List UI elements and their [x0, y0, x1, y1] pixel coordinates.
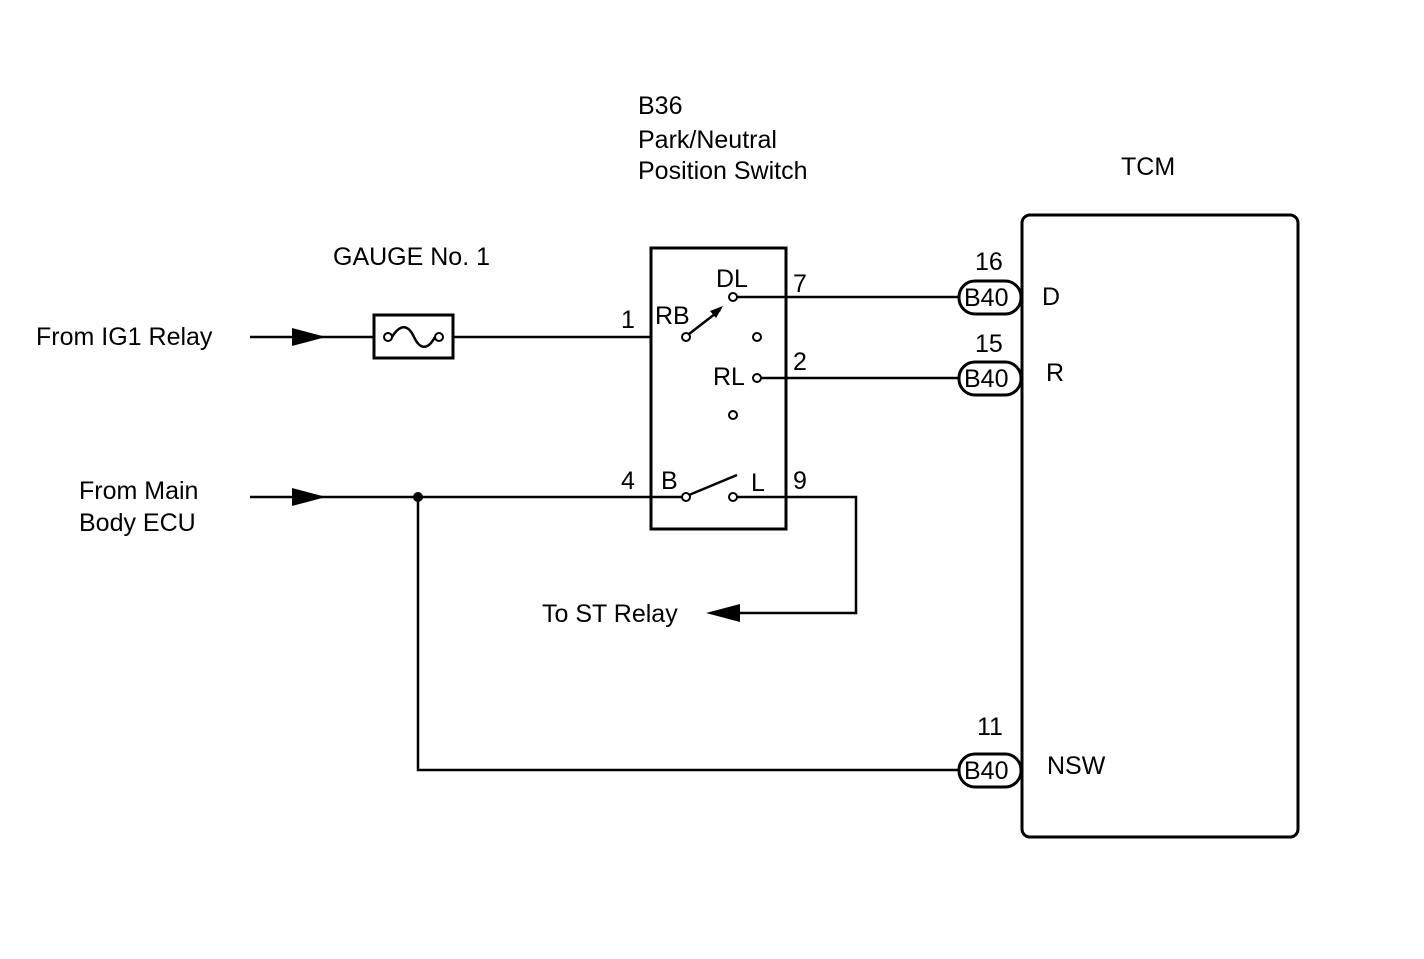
main-body-source-line2: Body ECU: [79, 509, 196, 537]
tcm-pin-11: 11: [977, 713, 1003, 741]
pin-2: 2: [793, 348, 807, 376]
fuse-icon: [372, 313, 455, 360]
rb-terminal: [681, 332, 691, 342]
pin-4: 4: [621, 467, 635, 495]
ig1-source-label: From IG1 Relay: [36, 323, 213, 351]
contact-dot-1: [752, 332, 762, 342]
switch-code: B36: [638, 92, 682, 120]
tcm-pin-16: 16: [975, 248, 1003, 276]
switch-name-line2: Position Switch: [638, 157, 808, 185]
switch-name-line1: Park/Neutral: [638, 126, 777, 154]
b-l-switch-blade: [688, 473, 738, 497]
l-terminal: [728, 492, 738, 502]
dl-contact: [728, 292, 738, 302]
tcm-signal-r: R: [1046, 359, 1064, 387]
st-relay-arrow-icon: [706, 604, 740, 622]
dl-label: DL: [716, 265, 748, 293]
ig1-arrow-icon: [292, 328, 326, 346]
st-relay-wire: [737, 495, 858, 615]
rb-wiper-arrow-icon: [710, 306, 723, 318]
tcm-signal-nsw: NSW: [1047, 752, 1106, 780]
main-body-source-line1: From Main: [79, 477, 198, 505]
tcm-connector-nsw: 11 B40 NSW: [957, 713, 1106, 789]
contact-dot-2: [728, 410, 738, 420]
rb-label: RB: [655, 302, 690, 330]
l-label: L: [751, 469, 765, 497]
pin-9: 9: [793, 467, 807, 495]
tcm-connector-d: 16 B40 D: [957, 248, 1060, 316]
b-label: B: [661, 467, 678, 495]
nsw-wire: [416, 497, 960, 772]
tcm-box: [1020, 213, 1300, 839]
pin-7: 7: [793, 270, 807, 298]
rl-label: RL: [713, 363, 745, 391]
st-relay-label: To ST Relay: [542, 600, 678, 628]
connector-b40-nsw: B40: [964, 757, 1008, 785]
tcm-signal-d: D: [1042, 283, 1060, 311]
connector-b40-r: B40: [964, 365, 1008, 393]
tcm-pin-15: 15: [975, 330, 1003, 358]
tcm-label: TCM: [1121, 153, 1175, 181]
rl-contact: [752, 373, 762, 383]
main-body-arrow-icon: [292, 488, 326, 506]
tcm-connector-r: 15 B40 R: [957, 330, 1064, 397]
fuse-label: GAUGE No. 1: [333, 243, 490, 271]
pin-1: 1: [621, 306, 635, 334]
connector-b40-d: B40: [964, 284, 1008, 312]
